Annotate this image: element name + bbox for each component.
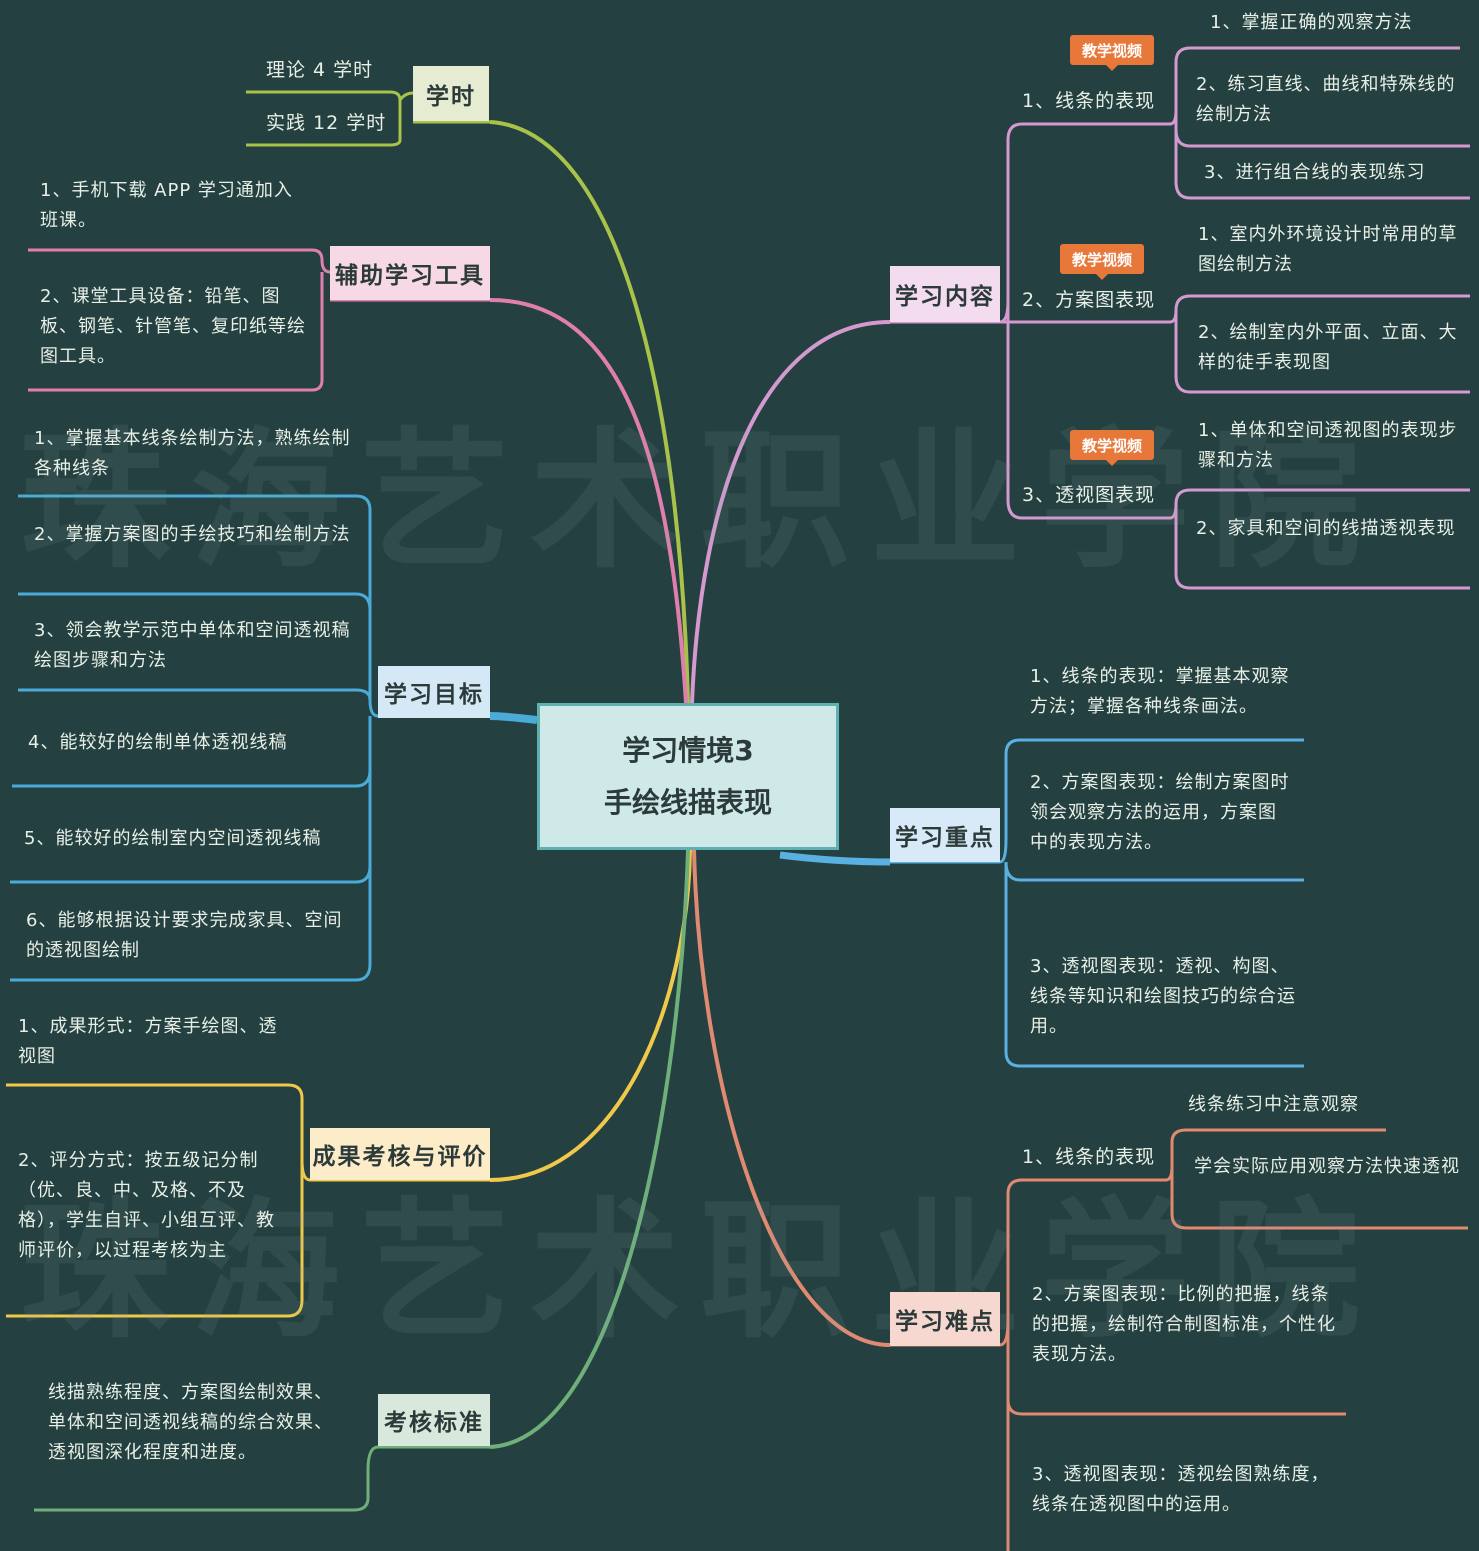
goal-item-4: 4、能较好的绘制单体透视线稿: [28, 732, 288, 753]
content-item: 2、绘制室内外平面、立面、大样的徒手表现图: [1198, 322, 1458, 373]
branch-learning-goals[interactable]: 学习目标: [378, 666, 490, 718]
branch-assessment-standard[interactable]: 考核标准: [378, 1394, 490, 1446]
branch-difficulties[interactable]: 学习难点: [890, 1292, 1000, 1346]
branch-learning-content[interactable]: 学习内容: [890, 266, 1000, 322]
content-item: 1、室内外环境设计时常用的草图绘制方法: [1198, 224, 1458, 275]
goal-item-3: 3、领会教学示范中单体和空间透视稿绘图步骤和方法: [34, 620, 351, 671]
content-group-lines: 1、线条的表现: [1022, 90, 1156, 112]
goal-item-6: 6、能够根据设计要求完成家具、空间的透视图绘制: [26, 910, 343, 961]
branch-learning-tools[interactable]: 辅助学习工具: [330, 246, 490, 300]
difficulty-subitem: 学会实际应用观察方法快速透视: [1194, 1156, 1460, 1177]
content-group-plans: 2、方案图表现: [1022, 289, 1156, 311]
tools-item-2: 2、课堂工具设备：铅笔、图板、钢笔、针管笔、复印纸等绘图工具。: [40, 286, 306, 367]
tools-item-1: 1、手机下载 APP 学习通加入班课。: [40, 180, 293, 231]
content-item: 3、进行组合线的表现练习: [1204, 162, 1426, 183]
central-topic[interactable]: 学习情境3 手绘线描表现: [537, 703, 839, 850]
content-item: 1、单体和空间透视图的表现步骤和方法: [1198, 420, 1458, 471]
key-point-item-1: 1、线条的表现：掌握基本观察方法；掌握各种线条画法。: [1030, 666, 1290, 717]
standard-item-1: 线描熟练程度、方案图绘制效果、单体和空间透视线稿的综合效果、透视图深化程度和进度…: [48, 1382, 333, 1463]
branch-hours[interactable]: 学时: [413, 66, 489, 121]
key-point-item-2: 2、方案图表现：绘制方案图时领会观察方法的运用，方案图中的表现方法。: [1030, 772, 1290, 853]
difficulty-group-lines: 1、线条的表现: [1022, 1146, 1156, 1168]
video-badge[interactable]: 教学视频: [1070, 35, 1154, 71]
key-point-item-3: 3、透视图表现：透视、构图、线条等知识和绘图技巧的综合运用。: [1030, 956, 1296, 1037]
goal-item-2: 2、掌握方案图的手绘技巧和绘制方法: [34, 524, 351, 545]
goal-item-5: 5、能较好的绘制室内空间透视线稿: [24, 828, 322, 849]
assessment-item-2: 2、评分方式：按五级记分制（优、良、中、及格、不及格），学生自评、小组互评、教师…: [18, 1150, 275, 1261]
assessment-item-1: 1、成果形式：方案手绘图、透视图: [18, 1016, 278, 1067]
difficulty-item-3: 3、透视图表现：透视绘图熟练度，线条在透视图中的运用。: [1032, 1464, 1330, 1515]
content-item: 2、练习直线、曲线和特殊线的绘制方法: [1196, 74, 1456, 125]
goal-item-1: 1、掌握基本线条绘制方法，熟练绘制各种线条: [34, 428, 351, 479]
watermark-text: 珠海艺术职业学院: [20, 1183, 1381, 1359]
hours-theory: 理论 4 学时: [266, 59, 374, 81]
content-item: 2、家具和空间的线描透视表现: [1196, 518, 1456, 539]
central-topic-line1: 学习情境3: [622, 733, 754, 767]
difficulty-subitem: 线条练习中注意观察: [1188, 1094, 1359, 1115]
video-badge[interactable]: 教学视频: [1070, 430, 1154, 466]
difficulty-item-2: 2、方案图表现：比例的把握，线条的把握，绘制符合制图标准，个性化表现方法。: [1032, 1284, 1336, 1365]
central-topic-line2: 手绘线描表现: [603, 785, 772, 819]
branch-key-points[interactable]: 学习重点: [890, 808, 1000, 862]
branch-assessment[interactable]: 成果考核与评价: [310, 1128, 490, 1180]
content-group-perspective: 3、透视图表现: [1022, 484, 1156, 506]
hours-practice: 实践 12 学时: [266, 112, 387, 134]
video-badge[interactable]: 教学视频: [1060, 244, 1144, 280]
watermark-text: 珠海艺术职业学院: [20, 413, 1381, 589]
content-item: 1、掌握正确的观察方法: [1210, 12, 1413, 33]
